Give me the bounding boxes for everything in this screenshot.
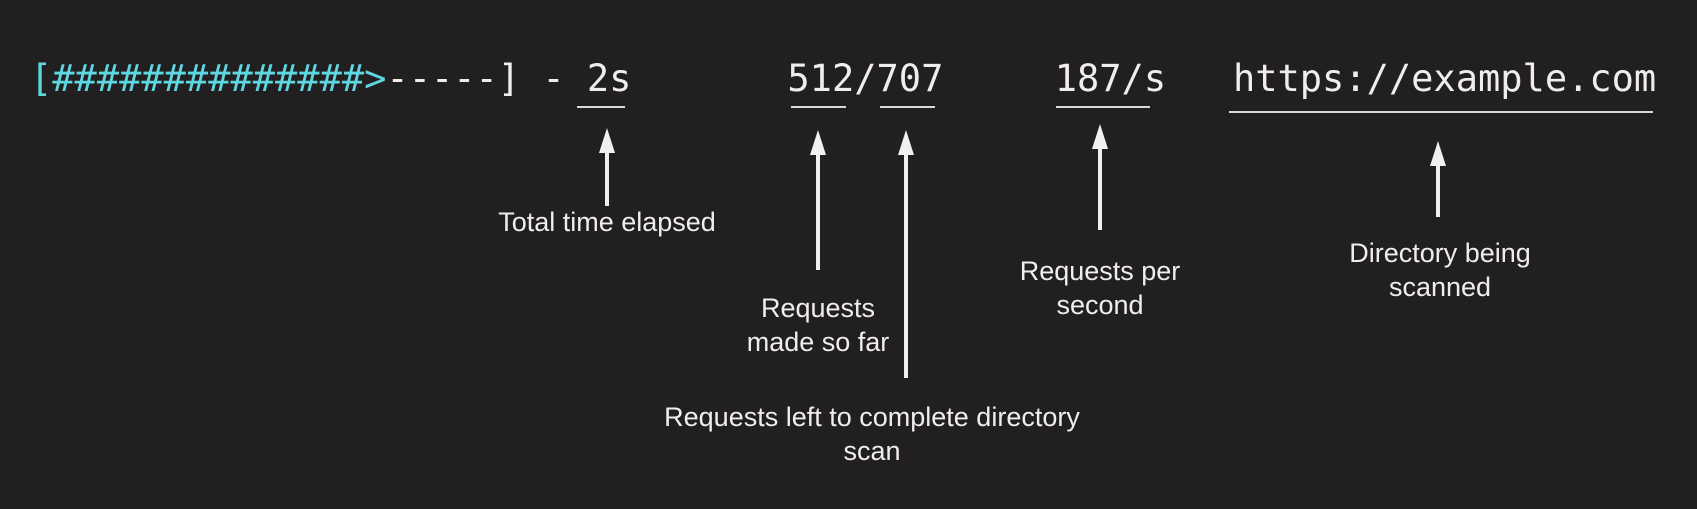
progress-bar-filled: [##############> <box>30 57 387 100</box>
up-arrow-icon-request-rate <box>1092 124 1108 230</box>
up-arrow-icon-elapsed-time <box>599 128 615 206</box>
up-arrow-icon-directory <box>1430 141 1446 217</box>
label-directory-scanned: Directory being scanned <box>1349 238 1531 302</box>
requests-total-underline <box>880 106 935 108</box>
scan-progress-line: [##############>-----] - 2s 512/707 187/… <box>30 60 1656 97</box>
requests-divider: / <box>854 57 877 100</box>
spacer <box>1166 57 1233 100</box>
label-requests-made: Requests made so far <box>746 293 890 357</box>
arrow-shaft <box>816 155 820 270</box>
requests-made-underline <box>791 106 846 108</box>
elapsed-time-underline <box>577 106 625 108</box>
progress-bar-remaining: -----] <box>386 57 521 100</box>
request-rate-value: 187/s <box>1054 57 1167 100</box>
arrow-shaft <box>1098 149 1102 230</box>
scanned-url-underline <box>1229 111 1653 113</box>
label-request-rate: Requests per second <box>1019 256 1181 320</box>
arrow-head <box>898 130 914 155</box>
up-arrow-icon-requests-left <box>898 130 914 378</box>
requests-total-value: 707 <box>876 57 944 100</box>
scanned-url-value: https://example.com <box>1232 57 1657 100</box>
arrow-shaft <box>605 153 609 206</box>
arrow-head <box>599 128 615 153</box>
dash-separator: - <box>520 57 587 100</box>
requests-made-value: 512 <box>787 57 855 100</box>
arrow-head <box>1092 124 1108 149</box>
arrow-head <box>810 130 826 155</box>
elapsed-time-value: 2s <box>586 57 632 100</box>
spacer <box>631 57 787 100</box>
arrow-shaft <box>1436 166 1440 217</box>
label-requests-left: Requests left to complete directory scan <box>664 402 1080 466</box>
arrow-head <box>1430 141 1446 166</box>
arrow-shaft <box>904 155 908 378</box>
up-arrow-icon-requests-made <box>810 130 826 270</box>
label-elapsed-time: Total time elapsed <box>498 207 716 237</box>
spacer <box>943 57 1054 100</box>
request-rate-underline <box>1056 106 1150 108</box>
